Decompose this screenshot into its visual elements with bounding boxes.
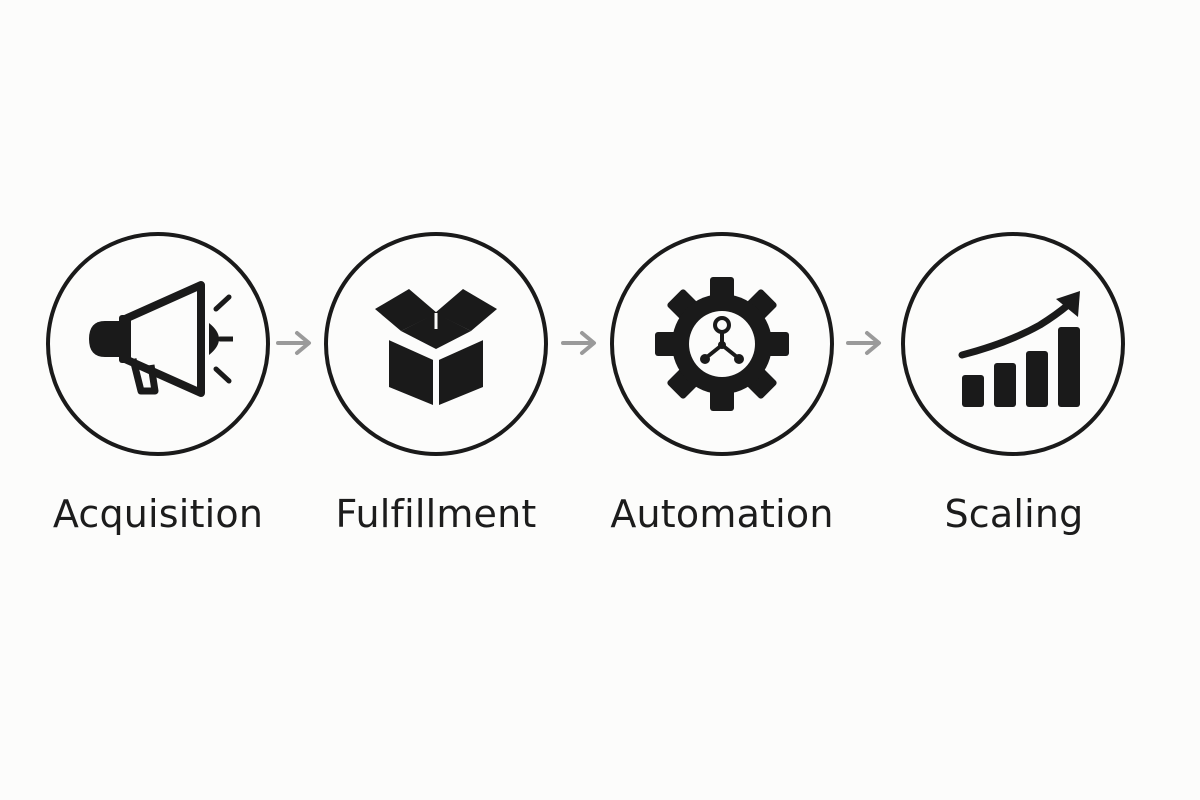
step-fulfillment — [324, 232, 548, 456]
acquisition-circle — [46, 232, 270, 456]
step-automation — [610, 232, 834, 456]
step-label: Acquisition — [52, 492, 264, 536]
arrow-right-icon — [846, 331, 881, 355]
automation-circle — [610, 232, 834, 456]
step-label: Fulfillment — [335, 492, 537, 536]
megaphone-icon — [89, 281, 233, 397]
arrow-right-icon — [276, 331, 311, 355]
open-box-icon — [375, 289, 497, 407]
arrow-right-icon — [561, 331, 596, 355]
gear-network-icon — [655, 277, 789, 411]
step-label: Scaling — [944, 492, 1084, 536]
step-label: Automation — [610, 492, 834, 536]
growth-chart-icon — [958, 291, 1080, 407]
scaling-circle — [901, 232, 1125, 456]
fulfillment-circle — [324, 232, 548, 456]
step-acquisition — [46, 232, 270, 456]
step-scaling — [901, 232, 1125, 456]
